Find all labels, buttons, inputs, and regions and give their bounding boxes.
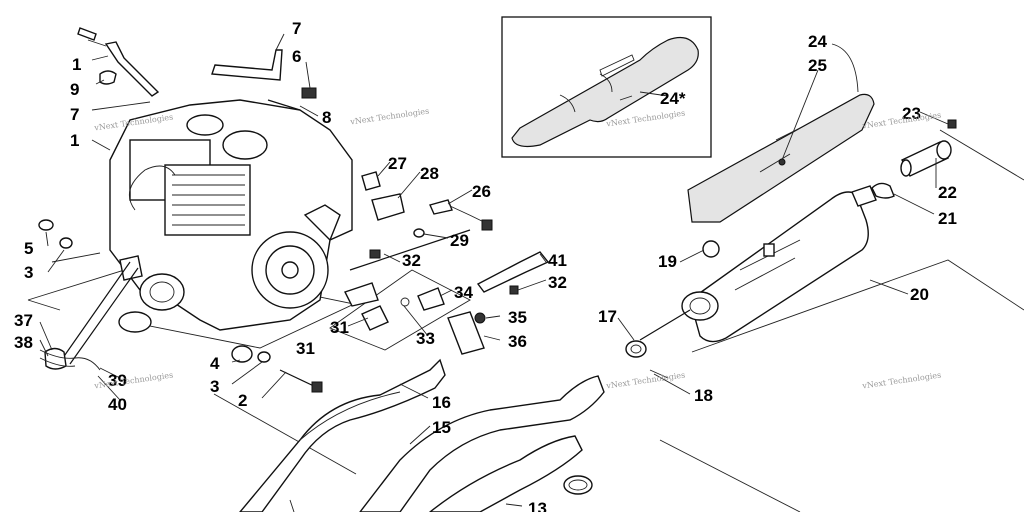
callout-6-upper: 6: [292, 47, 302, 66]
callout-31: 31: [330, 318, 349, 337]
callout-27: 27: [388, 154, 407, 173]
callout-32-right: 32: [548, 273, 567, 292]
callout-19: 19: [658, 252, 677, 271]
frame-line-20: [691, 259, 1024, 353]
leader-lines: [39, 33, 949, 507]
callout-3-lower: 3: [210, 377, 220, 396]
frame-line-right: [939, 129, 1024, 181]
heat-shield-inset: [511, 37, 699, 148]
muffler-assembly: [625, 185, 877, 379]
callout-40: 40: [108, 395, 127, 414]
sensor-parts: [361, 171, 493, 238]
callout-18: 18: [694, 386, 713, 405]
callout-35: 35: [508, 308, 527, 327]
callout-3-left: 3: [24, 263, 34, 282]
callout-2: 2: [238, 391, 248, 410]
shift-linkage: [344, 229, 550, 355]
callout-28: 28: [420, 164, 439, 183]
callout-15: 15: [432, 418, 451, 437]
callout-36: 36: [508, 332, 527, 351]
callout-23: 23: [902, 104, 921, 123]
callout-34: 34: [454, 283, 473, 302]
callout-30: 31: [296, 339, 315, 358]
exhaust-pipes: [239, 358, 605, 512]
callout-24: 24: [808, 32, 827, 51]
callout-4: 4: [210, 354, 220, 373]
heat-shield: [687, 93, 875, 257]
callout-38: 38: [14, 333, 33, 352]
mount-hardware-left: [38, 219, 323, 393]
callout-1: 1: [70, 131, 80, 150]
callout-29: 29: [450, 231, 469, 250]
frame-line-2: [213, 393, 357, 475]
callout-7-upper: 7: [292, 19, 302, 38]
callout-13: 13: [528, 499, 547, 512]
callout-26: 26: [472, 182, 491, 201]
frame-box-30: [329, 269, 471, 351]
wire-harness: [39, 349, 101, 371]
callout-5: 5: [24, 239, 34, 258]
callout-24-star: 24*: [660, 89, 686, 108]
callout-17: 17: [598, 307, 617, 326]
engine-assembly: [109, 99, 353, 333]
callout-32-left: 32: [402, 251, 421, 270]
callout-16: 16: [432, 393, 451, 412]
callout-6-lower: 1: [72, 55, 82, 74]
frame-line-lower: [659, 439, 801, 512]
callout-22: 22: [938, 183, 957, 202]
callout-21: 21: [938, 209, 957, 228]
callout-20: 20: [910, 285, 929, 304]
callout-7-lower: 7: [70, 105, 80, 124]
callout-39: 39: [108, 371, 127, 390]
callout-8: 8: [322, 108, 332, 127]
callout-37: 37: [14, 311, 33, 330]
callout-9: 9: [70, 80, 80, 99]
frame-line-3: [27, 299, 61, 311]
callout-41: 41: [548, 251, 567, 270]
callout-25: 25: [808, 56, 827, 75]
callout-33: 33: [416, 329, 435, 348]
mount-brackets: [77, 27, 317, 111]
frame-line-5: [51, 252, 101, 263]
inset-box: [501, 16, 712, 158]
tail-pipe-parts: [871, 119, 957, 199]
